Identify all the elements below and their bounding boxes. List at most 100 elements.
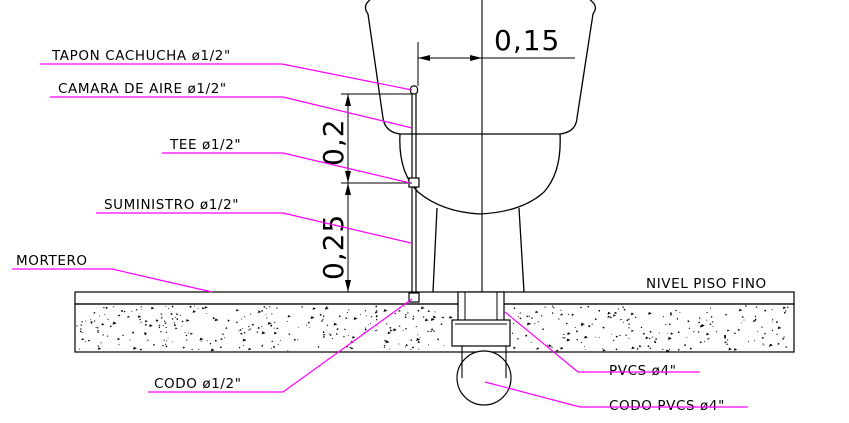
hatch-speck <box>782 306 787 309</box>
hatch-speck <box>343 336 345 338</box>
hatch-speck <box>407 312 409 314</box>
hatch-speck <box>344 328 347 331</box>
hatch-speck <box>615 335 618 338</box>
hatch-speck <box>771 318 774 320</box>
hatch-speck <box>761 326 763 328</box>
hatch-speck <box>238 346 241 349</box>
hatch-speck <box>247 325 250 328</box>
hatch-speck <box>206 340 208 342</box>
hatch-speck <box>517 316 520 318</box>
hatch-speck <box>443 345 445 347</box>
hatch-speck <box>726 339 729 341</box>
hatch-speck <box>212 317 215 320</box>
hatch-speck <box>121 310 123 312</box>
hatch-speck <box>743 319 745 321</box>
hatch-speck <box>433 315 437 319</box>
hatch-speck <box>519 317 522 320</box>
hatch-speck <box>349 346 351 349</box>
hatch-speck <box>415 325 418 328</box>
hatch-speck <box>662 316 664 318</box>
hatch-speck <box>248 347 252 351</box>
hatch-speck <box>684 344 686 346</box>
hatch-speck <box>628 327 630 329</box>
hatch-speck <box>617 308 619 310</box>
hatch-speck <box>649 330 652 333</box>
hatch-speck <box>535 310 539 314</box>
hatch-speck <box>206 313 208 314</box>
hatch-speck <box>287 349 289 351</box>
hatch-speck <box>563 337 566 339</box>
dimension-horizontal-value: 0,15 <box>494 24 560 57</box>
hatch-speck <box>668 348 671 350</box>
hatch-speck <box>97 331 99 334</box>
hatch-speck <box>240 332 243 335</box>
hatch-speck <box>634 316 637 318</box>
hatch-speck <box>724 341 728 344</box>
hatch-speck <box>513 307 516 309</box>
hatch-speck <box>602 348 604 350</box>
hatch-speck <box>133 346 137 350</box>
hatch-speck <box>526 322 531 326</box>
hatch-speck <box>594 318 597 321</box>
hatch-speck <box>376 329 378 331</box>
hatch-speck <box>384 339 387 342</box>
hatch-speck <box>91 322 93 324</box>
hatch-speck <box>179 314 181 316</box>
hatch-speck <box>418 348 420 350</box>
hatch-speck <box>249 328 252 330</box>
hatch-speck <box>137 315 142 318</box>
hatch-speck <box>385 340 390 344</box>
hatch-speck <box>265 313 267 315</box>
hatch-speck <box>376 318 378 321</box>
hatch-speck <box>602 348 606 352</box>
hatch-speck <box>764 332 767 335</box>
hatch-speck <box>416 337 421 342</box>
hatch-speck <box>725 313 727 316</box>
hatch-speck <box>95 326 97 328</box>
hatch-speck <box>389 329 393 332</box>
toilet-pedestal <box>432 207 525 293</box>
hatch-speck <box>352 336 356 339</box>
hatch-speck <box>161 317 163 319</box>
hatch-speck <box>595 336 597 338</box>
label-mortero-text: MORTERO <box>16 253 88 269</box>
hatch-speck <box>160 313 162 315</box>
hatch-speck <box>76 325 78 327</box>
hatch-speck <box>317 346 320 348</box>
hatch-speck <box>734 332 736 335</box>
hatch-speck <box>665 349 670 353</box>
hatch-speck <box>164 322 167 324</box>
hatch-speck <box>106 335 109 337</box>
hatch-speck <box>319 314 322 316</box>
hatch-speck <box>105 306 108 309</box>
hatch-speck <box>139 318 141 321</box>
hatch-speck <box>785 346 787 348</box>
hatch-speck <box>626 319 629 322</box>
hatch-speck <box>322 318 324 320</box>
hatch-speck <box>567 332 571 335</box>
hatch-speck <box>669 323 671 325</box>
hatch-speck <box>517 338 519 340</box>
hatch-speck <box>309 326 311 328</box>
hatch-speck <box>558 318 560 320</box>
hatch-speck <box>726 343 728 345</box>
hatch-speck <box>88 339 90 342</box>
toilet-tank <box>364 0 597 135</box>
hatch-speck <box>84 320 86 322</box>
hatch-speck <box>771 309 773 311</box>
hatch-speck <box>288 333 291 335</box>
hatch-speck <box>376 325 378 327</box>
hatch-speck <box>118 344 120 346</box>
toilet-bowl <box>399 133 561 215</box>
hatch-speck <box>161 314 163 316</box>
hatch-speck <box>709 323 712 326</box>
hatch-speck <box>225 327 228 329</box>
hatch-speck <box>323 333 326 336</box>
hatch-speck <box>257 310 262 314</box>
hatch-speck <box>530 342 532 343</box>
hatch-speck <box>144 323 148 326</box>
hatch-speck <box>393 328 397 332</box>
hatch-speck <box>242 345 244 347</box>
hatch-speck <box>82 338 84 341</box>
